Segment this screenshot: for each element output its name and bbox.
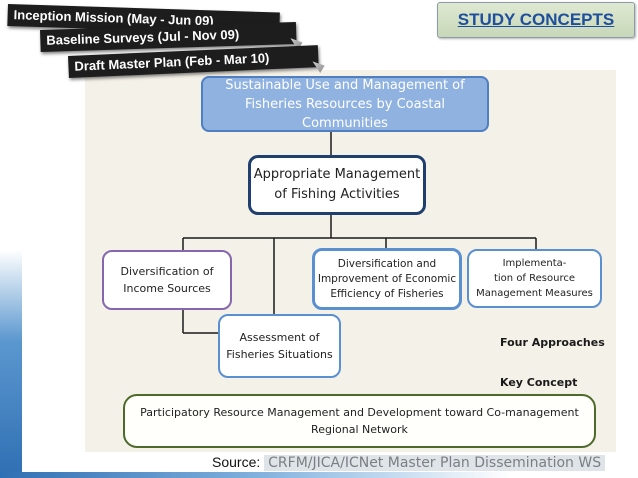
economic-efficiency-box: Diversification and Improvement of Econo…: [312, 248, 462, 310]
economic-line-3: Efficiency of Fisheries: [330, 287, 444, 300]
key-concept-line-1: Participatory Resource Management and De…: [140, 406, 579, 419]
goal-line-2: Fisheries Resources by Coastal Communiti…: [244, 96, 446, 131]
slide-title-box: STUDY CONCEPTS: [437, 2, 635, 38]
diversification-line-1: Diversification of: [120, 265, 214, 278]
management-line-2: of Fishing Activities: [274, 187, 400, 202]
source-credit: Source: CRFM/JICA/ICNet Master Plan Diss…: [212, 452, 606, 474]
assessment-line-2: Fisheries Situations: [226, 348, 333, 361]
key-concept-box: Participatory Resource Management and De…: [123, 394, 596, 448]
management-box: Appropriate Management of Fishing Activi…: [248, 155, 426, 215]
economic-line-2: Improvement of Economic: [317, 272, 457, 285]
resource-line-1: Implementa-: [502, 258, 567, 269]
key-concept-line-2: Regional Network: [311, 423, 408, 436]
source-label: Source:: [212, 454, 261, 470]
source-text: CRFM/JICA/ICNet Master Plan Disseminatio…: [264, 455, 606, 471]
slide-title: STUDY CONCEPTS: [457, 10, 615, 29]
bottom-decorative-stripe: [0, 472, 638, 478]
resource-line-2: tion of Resource: [493, 273, 575, 284]
assessment-line-1: Assessment of: [239, 331, 320, 344]
diversification-box: Diversification of Income Sources: [102, 250, 232, 310]
assessment-box: Assessment of Fisheries Situations: [218, 314, 341, 378]
key-concept-caption: Key Concept: [500, 376, 578, 389]
goal-line-1: Sustainable Use and Management of: [225, 77, 465, 93]
left-decorative-gradient: [0, 250, 22, 478]
resource-line-3: Management Measures: [476, 288, 593, 299]
diversification-line-2: Income Sources: [123, 282, 211, 295]
four-approaches-caption: Four Approaches: [500, 336, 605, 349]
economic-line-1: Diversification and: [337, 257, 437, 270]
goal-box: Sustainable Use and Management of Fisher…: [201, 76, 489, 132]
resource-management-box: Implementa- tion of Resource Management …: [467, 249, 602, 308]
management-line-1: Appropriate Management: [253, 167, 421, 182]
